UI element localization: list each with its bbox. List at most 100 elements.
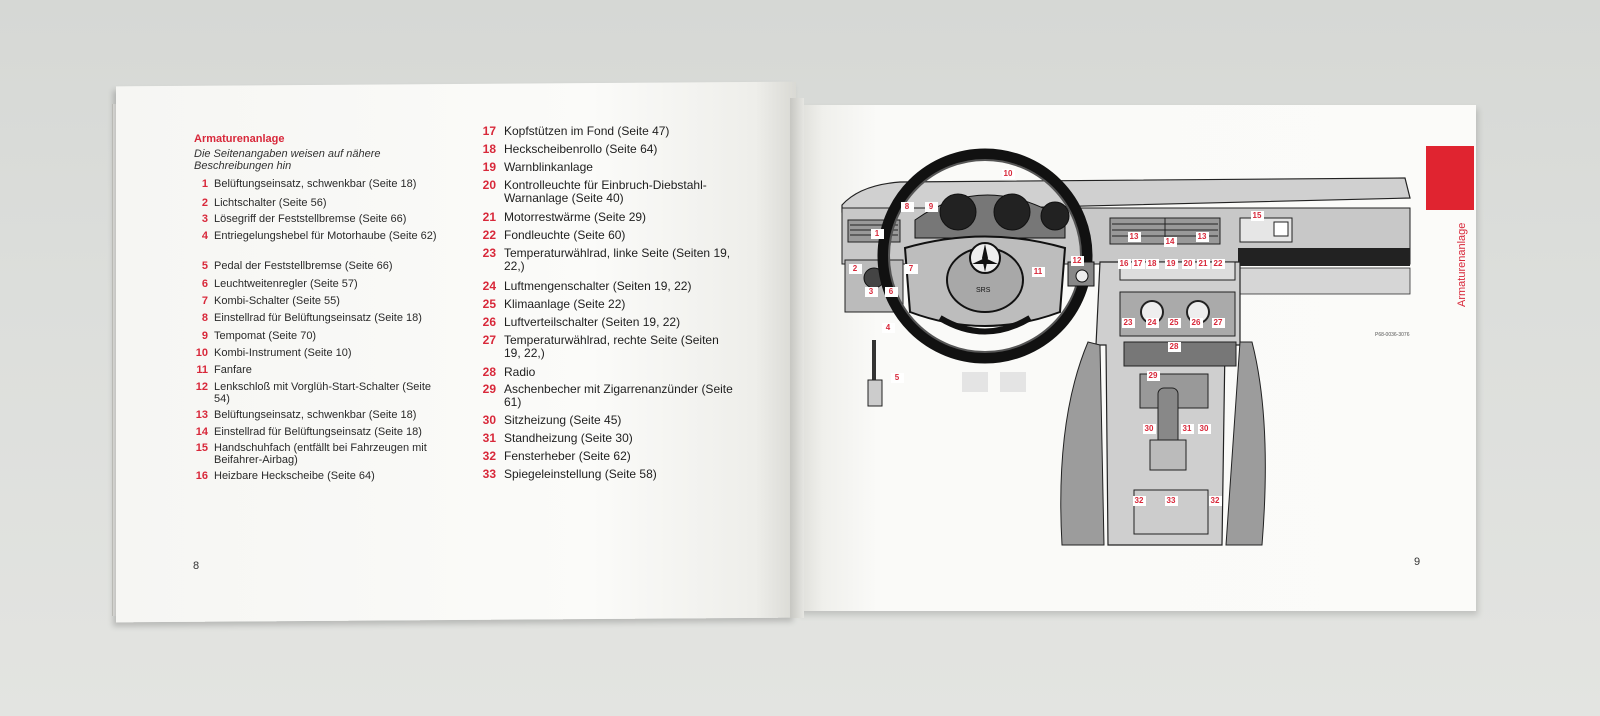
legend-item-text: Kombi-Instrument (Seite 10)	[214, 347, 352, 359]
legend-item-number: 15	[195, 442, 208, 454]
callout-box	[1251, 211, 1264, 221]
callout-box	[1133, 496, 1146, 506]
callout-label: 18	[1148, 259, 1157, 268]
callout-label: 9	[929, 202, 934, 211]
legend-item-number: 12	[195, 381, 208, 393]
legend-item-number: 24	[482, 279, 496, 293]
legend-item-text: Fanfare	[214, 364, 252, 376]
callout-box	[849, 264, 862, 274]
legend-item-number: 16	[195, 470, 208, 482]
ignition-lock	[1075, 269, 1089, 283]
legend-item-number: 17	[482, 124, 496, 138]
callout-label: 11	[1034, 267, 1043, 276]
callout-label: 7	[909, 264, 914, 273]
legend-item-number: 5	[201, 260, 208, 272]
callout-label: 10	[1004, 169, 1013, 178]
section-subheading: Die Seitenangaben weisen auf nähere Besc…	[194, 148, 381, 172]
callout-label: 29	[1149, 371, 1158, 380]
callout-box	[1212, 318, 1225, 328]
callout-label: 3	[869, 287, 874, 296]
legend-item-text: Spiegeleinstellung (Seite 58)	[504, 467, 657, 481]
legend-item-text: Lösegriff der Feststellbremse (Seite 66)	[214, 213, 407, 225]
legend-item-number: 22	[482, 228, 496, 242]
legend-item-number: 14	[195, 426, 208, 438]
legend-item-number: 11	[196, 364, 208, 376]
callout-label: 20	[1184, 259, 1193, 268]
callout-box	[885, 287, 898, 297]
callout-label: 14	[1166, 237, 1175, 246]
pedal-shadow-1	[962, 372, 988, 392]
legend-item-number: 30	[482, 413, 496, 427]
callout-box	[1196, 232, 1209, 242]
callout-box	[1197, 259, 1210, 269]
callout-label: 30	[1200, 424, 1209, 433]
legend-item-text: Leuchtweitenregler (Seite 57)	[214, 278, 358, 290]
legend-item-text: Fensterheber (Seite 62)	[504, 449, 631, 463]
callout-label: 13	[1130, 232, 1139, 241]
callout-label: 1	[875, 229, 880, 238]
callout-label: 27	[1214, 318, 1223, 327]
callout-box	[1168, 342, 1181, 352]
book-gutter	[790, 98, 804, 618]
callout-box	[1198, 424, 1211, 434]
callout-box	[1168, 318, 1181, 328]
left-page-number: 8	[193, 560, 200, 572]
legend-item-text: Kontrolleuchte für Einbruch-Diebstahl-Wa…	[504, 178, 707, 205]
legend-item-text: Lenkschloß mit Vorglüh-Start-Schalter (S…	[214, 381, 432, 405]
callout-label: 25	[1170, 318, 1179, 327]
legend-item-number: 8	[201, 312, 208, 324]
callout-box	[901, 202, 914, 212]
section-heading: Armaturenanlage	[194, 133, 285, 145]
callout-label: 30	[1145, 424, 1154, 433]
legend-item-number: 29	[482, 382, 496, 396]
callout-box	[1209, 496, 1222, 506]
legend-item-text: Warnblinkanlage	[504, 160, 593, 174]
callout-label: 32	[1135, 496, 1144, 505]
legend-item-number: 32	[482, 449, 496, 463]
legend-item-number: 26	[482, 315, 496, 329]
legend-item-text: Entriegelungshebel für Motorhaube (Seite…	[214, 230, 437, 242]
callout-box	[1071, 256, 1084, 266]
legend-item-number: 27	[482, 333, 496, 347]
legend-item-number: 25	[482, 297, 496, 311]
callout-label: 8	[905, 202, 910, 211]
right-page-number: 9	[1414, 556, 1421, 568]
callout-box	[1165, 259, 1178, 269]
callout-box	[1128, 232, 1141, 242]
callout-label: 24	[1148, 318, 1157, 327]
console-side-right	[1225, 341, 1266, 546]
callout-label: 23	[1124, 318, 1133, 327]
callout-label: 22	[1214, 259, 1223, 268]
parking-brake-pedal	[867, 379, 883, 407]
callout-box	[882, 323, 895, 333]
console-side-left	[1060, 341, 1105, 546]
callout-box	[1164, 237, 1177, 247]
callout-box	[1032, 267, 1045, 277]
legend-item-number: 3	[201, 213, 208, 225]
callout-label: 31	[1183, 424, 1192, 433]
section-tab-marker	[1426, 146, 1474, 210]
legend-item-text: Kopfstützen im Fond (Seite 47)	[504, 124, 670, 138]
callout-label: 4	[886, 323, 891, 332]
legend-item-text: Fondleuchte (Seite 60)	[504, 228, 626, 242]
callout-box	[1002, 169, 1015, 179]
callout-label: 32	[1211, 496, 1220, 505]
climate-control	[1119, 291, 1236, 337]
callout-box	[1122, 318, 1135, 328]
shifter-boot	[1149, 439, 1187, 471]
glovebox-lower	[1237, 267, 1411, 295]
legend-item-text: Temperaturwählrad, linke Seite (Seiten 1…	[504, 246, 731, 273]
legend-item-text: Luftmengenschalter (Seiten 19, 22)	[504, 279, 692, 293]
steering-wheel: SRS	[877, 148, 1093, 364]
legend-item-number: 9	[201, 330, 208, 342]
callout-box	[1165, 496, 1178, 506]
legend-item-text: Pedal der Feststellbremse (Seite 66)	[214, 260, 393, 272]
legend-item-number: 33	[482, 467, 496, 481]
legend-item-text: Radio	[504, 365, 536, 379]
callout-box	[1212, 259, 1225, 269]
legend-item-text: Belüftungseinsatz, schwenkbar (Seite 18)	[214, 409, 417, 421]
pedal-shadow-2	[1000, 372, 1026, 392]
callout-box	[1182, 259, 1195, 269]
callout-label: 33	[1167, 496, 1176, 505]
